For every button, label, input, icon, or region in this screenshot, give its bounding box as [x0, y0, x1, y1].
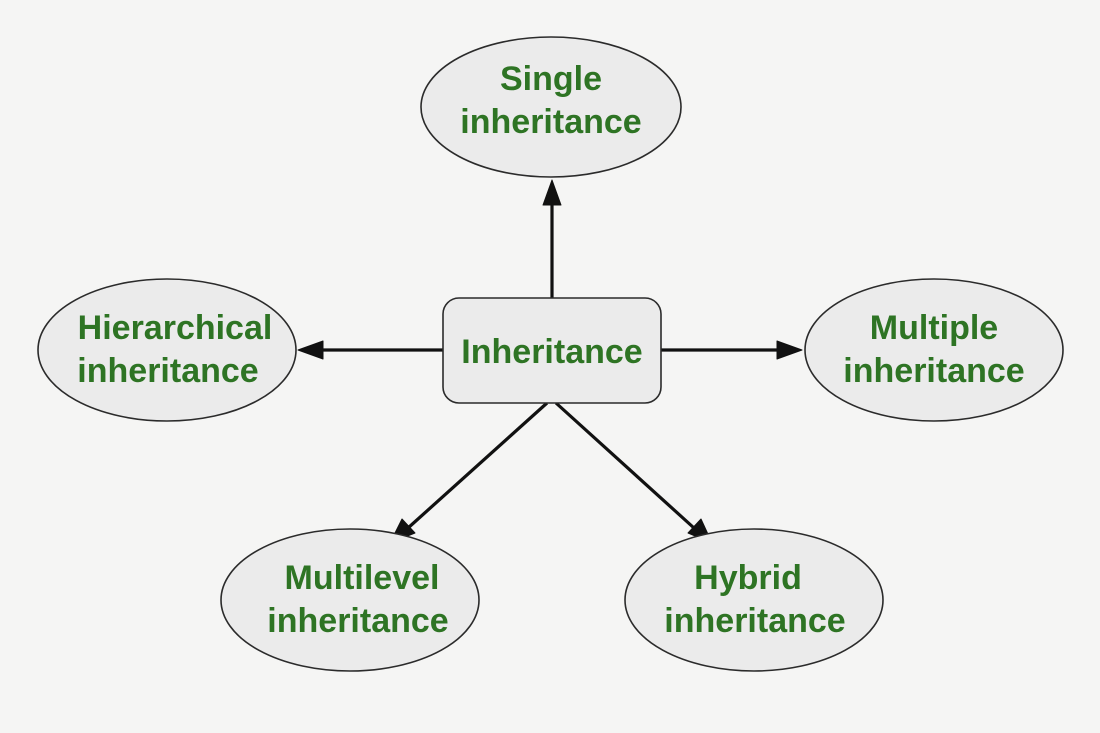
node-label-line-2: inheritance [460, 103, 641, 141]
node-ellipse [220, 528, 480, 672]
node-ellipse [624, 528, 884, 672]
node-label-line-2: inheritance [77, 352, 258, 390]
node-label-line-1: Single [500, 60, 602, 98]
edge-center-to-multilevel [389, 401, 549, 544]
center-label: Inheritance [461, 333, 642, 371]
nodes-layer: Single inheritance Hierarchical inherita… [37, 36, 1064, 672]
node-ellipse [37, 278, 297, 422]
arrow-head-icon [542, 179, 562, 206]
node-label-line-2: inheritance [843, 352, 1024, 390]
node-label-line-2: inheritance [267, 602, 448, 640]
node-hybrid-inheritance: Hybrid inheritance [624, 528, 884, 672]
edge-line [406, 401, 549, 530]
edges-layer [297, 179, 803, 544]
node-label-line-1: Multilevel [285, 559, 440, 597]
arrow-head-icon [776, 340, 803, 360]
node-label-line-2: inheritance [664, 602, 845, 640]
edge-center-to-hybrid [554, 401, 713, 544]
edge-line [554, 401, 696, 530]
node-multilevel-inheritance: Multilevel inheritance [220, 528, 480, 672]
node-ellipse [804, 278, 1064, 422]
center-box [442, 297, 662, 404]
node-multiple-inheritance: Multiple inheritance [804, 278, 1064, 422]
node-label-line-1: Hierarchical [78, 309, 273, 347]
node-label-line-1: Hybrid [694, 559, 802, 597]
node-hierarchical-inheritance: Hierarchical inheritance [37, 278, 297, 422]
arrow-head-icon [297, 340, 324, 360]
edge-center-to-multiple [661, 340, 803, 360]
node-ellipse [420, 36, 682, 178]
edge-center-to-hierarchical [297, 340, 443, 360]
node-label-line-1: Multiple [870, 309, 998, 347]
node-center-inheritance: Inheritance [442, 297, 662, 404]
node-single-inheritance: Single inheritance [420, 36, 682, 178]
edge-center-to-single [542, 179, 562, 298]
